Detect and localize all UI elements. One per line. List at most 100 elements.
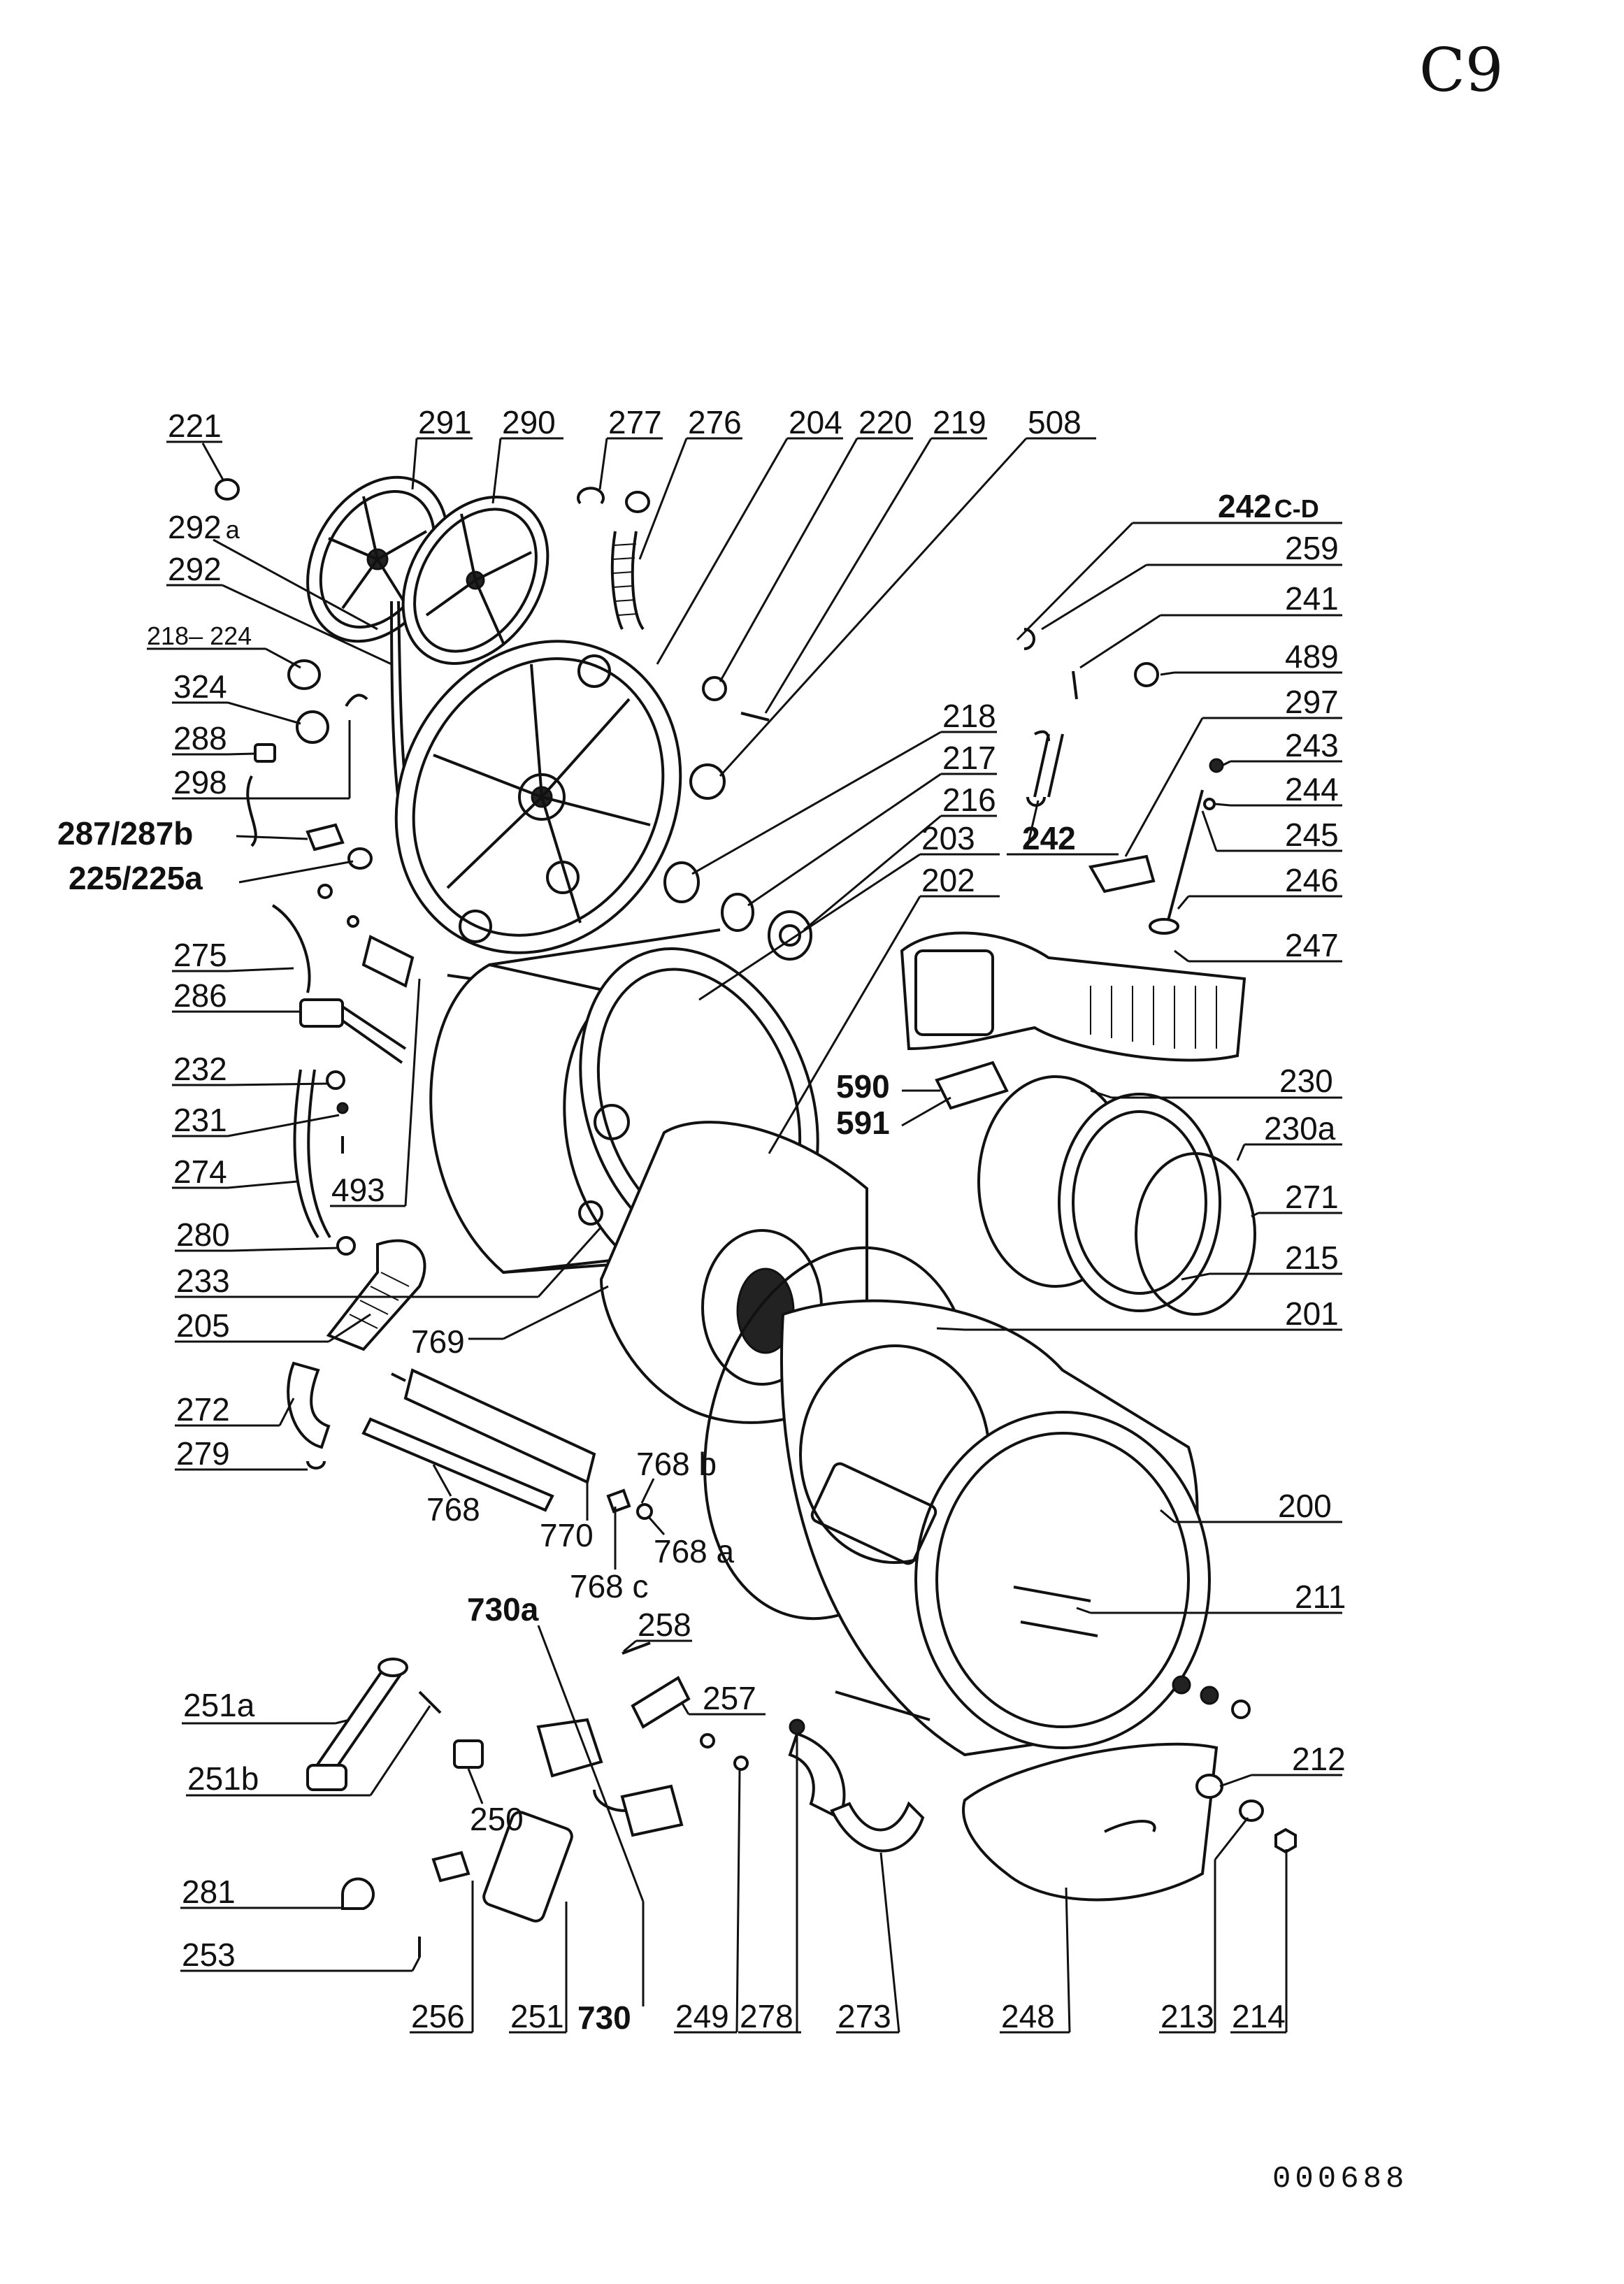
label-286: 286 bbox=[173, 977, 227, 1014]
label-251b: 251b bbox=[187, 1760, 259, 1797]
label-218: 218 bbox=[942, 698, 996, 734]
part-205-drain-hose bbox=[326, 1239, 426, 1351]
label-214: 214 bbox=[1232, 1998, 1286, 2034]
part-279-clip bbox=[306, 1460, 326, 1470]
label-769: 769 bbox=[411, 1323, 465, 1360]
part-256-clip bbox=[431, 1851, 470, 1883]
part-248-weight bbox=[962, 1742, 1219, 1902]
part-212-washer bbox=[1195, 1774, 1223, 1799]
label-258: 258 bbox=[638, 1607, 691, 1643]
label-274: 274 bbox=[173, 1154, 227, 1190]
part-288-switch bbox=[254, 743, 276, 763]
part-489-bushing bbox=[1134, 662, 1159, 687]
label-231: 231 bbox=[173, 1102, 227, 1138]
label-211: 211 bbox=[1295, 1579, 1346, 1615]
label-215: 215 bbox=[1285, 1240, 1339, 1276]
label-590: 590 bbox=[836, 1068, 890, 1105]
label-248: 248 bbox=[1001, 1998, 1055, 2034]
document-number: 000688 bbox=[1272, 2162, 1408, 2197]
part-231-nut bbox=[336, 1102, 349, 1114]
part-287-clip bbox=[306, 823, 345, 852]
label-768: 768 bbox=[426, 1491, 480, 1528]
part-257-bracket bbox=[631, 1676, 691, 1729]
label-324: 324 bbox=[173, 668, 227, 705]
label-281: 281 bbox=[182, 1874, 236, 1910]
label-246: 246 bbox=[1285, 862, 1339, 898]
label-242: 242 bbox=[1022, 820, 1076, 856]
label-233: 233 bbox=[176, 1263, 230, 1299]
label-292: 292 bbox=[168, 551, 222, 587]
label-230a: 230a bbox=[1264, 1110, 1336, 1147]
label-290: 290 bbox=[502, 404, 556, 440]
part-232-clamp bbox=[326, 1070, 345, 1090]
part-730-mount bbox=[536, 1718, 603, 1778]
part-247-counterweight bbox=[900, 931, 1246, 1062]
part-274-hose bbox=[293, 1069, 319, 1239]
part-324-knob bbox=[296, 710, 330, 744]
label-201: 201 bbox=[1285, 1295, 1339, 1332]
label-259: 259 bbox=[1285, 530, 1339, 566]
label-232: 232 bbox=[173, 1051, 227, 1087]
label-768a: 768 a bbox=[654, 1533, 735, 1570]
label-249: 249 bbox=[675, 1998, 729, 2034]
label-257: 257 bbox=[703, 1680, 756, 1716]
part-213-washer bbox=[1239, 1800, 1264, 1822]
part-290-pulley bbox=[401, 496, 549, 665]
label-251a: 251a bbox=[183, 1687, 255, 1723]
label-225-225a: 225/225a bbox=[69, 860, 203, 896]
label-276: 276 bbox=[688, 404, 742, 440]
part-242-spring bbox=[1023, 628, 1078, 807]
label-243: 243 bbox=[1285, 727, 1339, 763]
label-218-224: 218– 224 bbox=[147, 622, 252, 650]
label-247: 247 bbox=[1285, 927, 1339, 963]
label-245: 245 bbox=[1285, 817, 1339, 853]
label-730a: 730a bbox=[467, 1591, 539, 1628]
part-218-224-bushing bbox=[287, 659, 321, 690]
part-219-screw bbox=[740, 712, 770, 721]
label-275: 275 bbox=[173, 937, 227, 973]
part-225-nut bbox=[347, 847, 373, 870]
label-251: 251 bbox=[510, 1998, 564, 2034]
part-768a-washer bbox=[636, 1503, 653, 1520]
label-230: 230 bbox=[1279, 1063, 1333, 1099]
part-200-front-frame bbox=[779, 1299, 1211, 1757]
label-221: 221 bbox=[168, 408, 222, 444]
label-250: 250 bbox=[470, 1801, 524, 1837]
label-203: 203 bbox=[921, 820, 975, 856]
part-275-hose bbox=[271, 904, 311, 993]
label-219: 219 bbox=[933, 404, 986, 440]
part-218-bearing bbox=[663, 861, 700, 903]
label-298: 298 bbox=[173, 764, 227, 800]
label-216: 216 bbox=[942, 782, 996, 818]
label-508: 508 bbox=[1028, 404, 1082, 440]
part-204-rear-tub bbox=[394, 640, 682, 954]
label-241: 241 bbox=[1285, 580, 1339, 617]
label-253: 253 bbox=[182, 1937, 236, 1973]
part-250-pad bbox=[453, 1739, 484, 1769]
part-249-nut bbox=[700, 1733, 715, 1748]
part-216-seal bbox=[768, 910, 812, 961]
label-288: 288 bbox=[173, 720, 227, 756]
label-205: 205 bbox=[176, 1307, 230, 1344]
label-297: 297 bbox=[1285, 684, 1339, 720]
label-280: 280 bbox=[176, 1216, 230, 1253]
label-213: 213 bbox=[1160, 1998, 1214, 2034]
label-279: 279 bbox=[176, 1435, 230, 1472]
part-251b-bolt bbox=[418, 1690, 442, 1714]
label-770: 770 bbox=[540, 1517, 594, 1553]
part-246-shock-rod bbox=[1149, 758, 1224, 935]
label-591: 591 bbox=[836, 1105, 890, 1141]
part-217-bearing bbox=[721, 893, 754, 932]
label-768b: 768 b bbox=[636, 1446, 717, 1482]
part-281-foot bbox=[340, 1877, 375, 1910]
label-217: 217 bbox=[942, 740, 996, 776]
part-590-plate bbox=[935, 1061, 1009, 1110]
part-280-clamp bbox=[336, 1236, 356, 1256]
label-271: 271 bbox=[1285, 1179, 1339, 1215]
part-297-bracket bbox=[1088, 854, 1156, 893]
part-221-cap bbox=[215, 478, 240, 501]
